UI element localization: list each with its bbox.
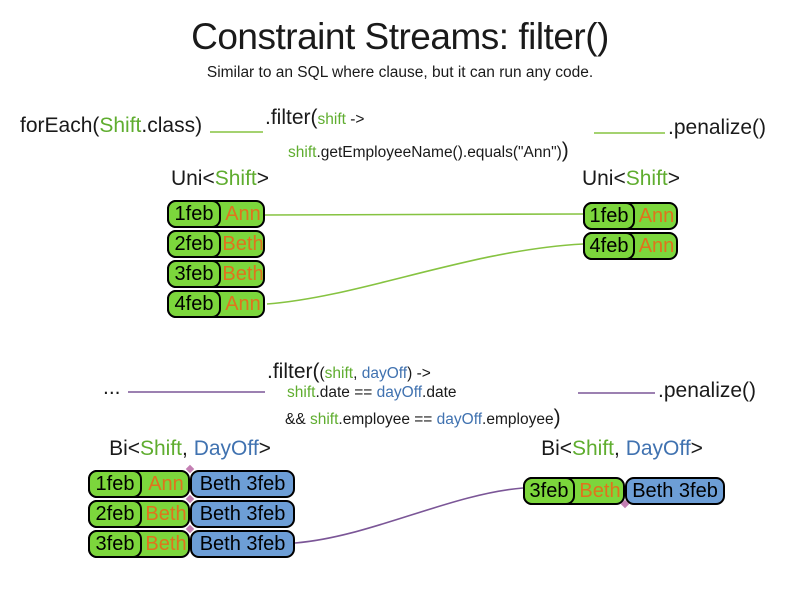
penalize1-expression: .penalize() (668, 116, 767, 139)
bi-right-type2: DayOff (625, 437, 691, 460)
date-cell: 3feb (88, 530, 142, 558)
table-row: 1feb Ann (583, 202, 678, 230)
name-cell: Beth (145, 502, 187, 525)
uni-left-prefix: Uni< (170, 167, 215, 190)
filter2-l3-param2: dayOff (436, 411, 483, 428)
source-ellipsis: ... (103, 376, 121, 399)
filter2-open: ( (319, 365, 325, 382)
uni-right-suffix: > (667, 167, 681, 190)
filter1-line1: .filter(shift -> (265, 106, 364, 130)
date-cell: 1feb (88, 470, 142, 498)
uni-label-right: Uni<Shift> (561, 167, 701, 191)
filter2-l2-mid: .date == (315, 384, 377, 401)
date-cell: 4feb (583, 232, 635, 260)
wire-bi-row-3feb (294, 487, 524, 544)
filter2-l3-mid: .employee == (338, 411, 437, 428)
table-row: 3feb Beth (167, 260, 265, 288)
table-row: 1feb Ann (167, 200, 265, 228)
uni-table-right: 1feb Ann 4feb Ann (583, 202, 678, 262)
bi-left-comma: , (182, 437, 194, 460)
name-cell: Beth (222, 262, 264, 285)
dayoff-cell: Beth 3feb (190, 530, 295, 558)
name-cell: Ann (638, 204, 675, 227)
filter1-arrow: -> (345, 111, 365, 128)
filter1-param: shift (317, 111, 346, 128)
name-cell: Ann (225, 292, 261, 315)
filter2-line3: && shift.employee == dayOff.employee) (285, 406, 561, 430)
dayoff-cell: Beth 3feb (625, 477, 725, 505)
dayoff-cell: Beth 3feb (190, 500, 295, 528)
name-cell: Beth (579, 479, 621, 502)
filter2-l3-param1: shift (309, 411, 339, 428)
bi-left-type1: Shift (140, 437, 183, 460)
filter1-close: ) (561, 139, 569, 162)
table-row: 3feb Beth Beth 3feb (523, 477, 725, 505)
uni-label-left: Uni<Shift> (150, 167, 290, 191)
bi-right-suffix: > (690, 437, 703, 460)
date-cell: 4feb (167, 290, 221, 318)
bi-right-comma: , (614, 437, 626, 460)
name-cell: Ann (225, 202, 261, 225)
filter1-line2: shift.getEmployeeName().equals("Ann")) (288, 139, 569, 163)
filter2-l3-end: .employee (482, 411, 554, 428)
date-cell: 3feb (523, 477, 575, 505)
page-subtitle: Similar to an SQL where clause, but it c… (206, 64, 594, 81)
filter2-param2: dayOff (361, 365, 408, 382)
name-cell: Beth (222, 232, 264, 255)
bi-left-type2: DayOff (193, 437, 259, 460)
filter1-head: .filter( (265, 106, 318, 129)
filter2-l3-and: && (285, 411, 310, 428)
table-row: 4feb Ann (583, 232, 678, 260)
table-row: 4feb Ann (167, 290, 265, 318)
filter2-comma: , (353, 365, 362, 382)
filter1-body-param: shift (288, 144, 317, 161)
table-row: 1feb Ann Beth 3feb (88, 470, 295, 498)
name-cell: Beth (145, 532, 187, 555)
foreach-expression: forEach(Shift.class) (20, 114, 202, 138)
date-cell: 1feb (583, 202, 635, 230)
uni-left-type: Shift (214, 167, 257, 190)
foreach-suffix: .class) (141, 114, 203, 137)
date-cell: 3feb (167, 260, 221, 288)
penalize2-expression: .penalize() (658, 379, 757, 402)
date-cell: 1feb (167, 200, 221, 228)
filter2-line1: .filter((shift, dayOff) -> (267, 360, 431, 384)
bi-right-prefix: Bi< (541, 437, 572, 460)
bi-label-left: Bi<Shift, DayOff> (100, 437, 280, 461)
uni-table-left: 1feb Ann 2feb Beth 3feb Beth 4feb Ann (167, 200, 265, 320)
table-row: 3feb Beth Beth 3feb (88, 530, 295, 558)
bi-left-suffix: > (258, 437, 271, 460)
wire-row-4feb (266, 243, 584, 305)
filter2-l2-param1: shift (287, 384, 316, 401)
filter2-close: ) (553, 406, 561, 429)
filter2-l2-param2: dayOff (376, 384, 423, 401)
foreach-type: Shift (99, 114, 142, 137)
filter2-head: .filter( (267, 360, 320, 383)
foreach-prefix: forEach( (20, 114, 100, 137)
uni-right-prefix: Uni< (581, 167, 626, 190)
bi-table-right: 3feb Beth Beth 3feb (523, 477, 725, 507)
uni-left-suffix: > (256, 167, 270, 190)
filter2-l2-end: .date (422, 384, 457, 401)
bi-table-left: 1feb Ann Beth 3feb 2feb Beth Beth 3feb 3… (88, 470, 295, 560)
name-cell: Ann (148, 472, 184, 495)
wire-row-1feb (264, 213, 584, 216)
table-row: 2feb Beth Beth 3feb (88, 500, 295, 528)
bi-label-right: Bi<Shift, DayOff> (532, 437, 712, 461)
filter2-line2: shift.date == dayOff.date (287, 384, 457, 402)
filter2-arrow: ) -> (407, 365, 431, 382)
bi-right-type1: Shift (572, 437, 615, 460)
table-row: 2feb Beth (167, 230, 265, 258)
date-cell: 2feb (88, 500, 142, 528)
filter1-body: .getEmployeeName().equals("Ann") (316, 144, 562, 161)
bi-left-prefix: Bi< (109, 437, 140, 460)
name-cell: Ann (638, 234, 675, 257)
dayoff-cell: Beth 3feb (190, 470, 295, 498)
filter2-param1: shift (324, 365, 354, 382)
uni-right-type: Shift (625, 167, 668, 190)
page-title: Constraint Streams: filter() (191, 16, 609, 57)
date-cell: 2feb (167, 230, 221, 258)
